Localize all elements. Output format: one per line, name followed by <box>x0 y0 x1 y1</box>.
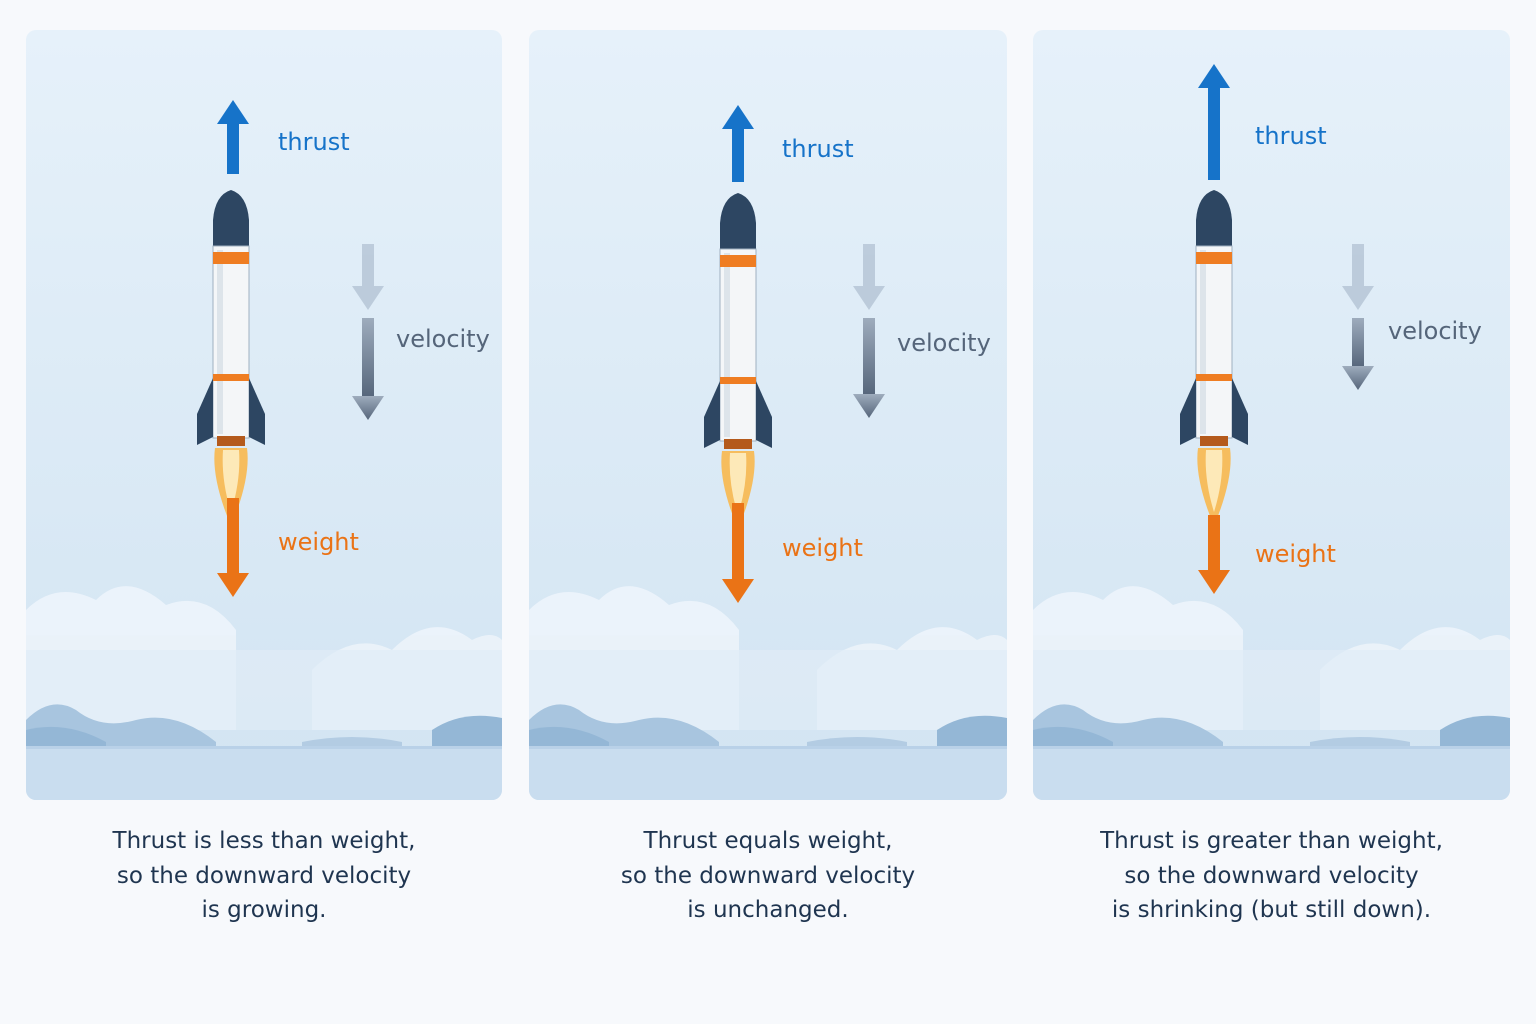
weight-label: weight <box>782 534 863 562</box>
caption-line: is unchanged. <box>687 897 849 923</box>
velocity-arrow-previous <box>853 244 885 310</box>
thrust-arrow <box>217 100 249 174</box>
rocket-fin-right <box>1232 378 1248 445</box>
caption-line: Thrust is less than weight, <box>112 828 416 854</box>
thrust-arrow <box>1198 64 1230 180</box>
thrust-arrow <box>722 105 754 182</box>
velocity-label: velocity <box>396 325 490 353</box>
clouds <box>26 586 502 730</box>
velocity-label: velocity <box>1388 317 1482 345</box>
rocket <box>197 190 265 526</box>
thrust-label: thrust <box>278 128 350 156</box>
velocity-arrow-previous <box>1342 244 1374 310</box>
water <box>1033 746 1510 800</box>
rocket-engine <box>724 439 752 449</box>
caption-line: is growing. <box>201 897 327 923</box>
rocket-flame <box>214 448 248 526</box>
caption-line: so the downward velocity <box>116 862 412 889</box>
rocket-fin-right <box>756 381 772 448</box>
thrust-label: thrust <box>1255 122 1327 150</box>
rocket-flame <box>1197 448 1231 526</box>
velocity-arrow-current <box>352 318 384 420</box>
rocket-nose-cone <box>213 190 249 248</box>
velocity-label: velocity <box>897 329 991 357</box>
rocket <box>1180 190 1248 526</box>
panel-illustration: thrust velocity weight <box>529 30 1007 800</box>
clouds <box>1033 586 1510 730</box>
weight-label: weight <box>278 528 359 556</box>
thrust-label: thrust <box>782 135 854 163</box>
rocket-stripe <box>720 255 756 267</box>
caption-panel-2: Thrust equals weight, so the downward ve… <box>529 824 1007 934</box>
rocket-engine <box>1200 436 1228 446</box>
rocket-fin-right <box>249 378 265 445</box>
water <box>26 746 502 800</box>
panel-thrust-greater-than-weight: thrust velocity weight <box>1033 30 1510 800</box>
velocity-arrow-current <box>1342 318 1374 390</box>
rocket-engine <box>217 436 245 446</box>
rocket-stripe <box>1196 374 1232 381</box>
rocket-nose-cone <box>720 193 756 251</box>
water <box>529 746 1007 800</box>
caption-line: is shrinking (but still down). <box>1111 897 1432 923</box>
rocket-flame <box>721 451 755 529</box>
rocket-stripe <box>213 374 249 381</box>
caption-line: so the downward velocity <box>1124 862 1419 889</box>
caption-panel-3: Thrust is greater than weight, so the do… <box>1033 824 1510 934</box>
rocket-stripe <box>720 377 756 384</box>
distant-hills <box>26 704 502 750</box>
rocket-fin-left <box>197 378 213 445</box>
weight-label: weight <box>1255 540 1336 568</box>
distant-hills <box>529 704 1007 750</box>
rocket-fin-left <box>704 381 720 448</box>
rocket-stripe <box>1196 252 1232 264</box>
panel-illustration: thrust velocity weight <box>1033 30 1510 800</box>
caption-line: Thrust equals weight, <box>643 828 893 854</box>
rocket-fin-left <box>1180 378 1196 445</box>
caption-panel-1: Thrust is less than weight, so the downw… <box>26 824 502 934</box>
panel-thrust-less-than-weight: thrust velocity weight <box>26 30 502 800</box>
panel-thrust-equals-weight: thrust velocity weight <box>529 30 1007 800</box>
velocity-arrow-previous <box>352 244 384 310</box>
velocity-arrow-current <box>853 318 885 418</box>
weight-arrow <box>722 503 754 603</box>
clouds <box>529 586 1007 730</box>
weight-arrow <box>1198 515 1230 594</box>
caption-line: so the downward velocity <box>620 862 916 889</box>
caption-line: Thrust is greater than weight, <box>1100 828 1443 854</box>
rocket-stripe <box>213 252 249 264</box>
panel-illustration: thrust velocity weight <box>26 30 502 800</box>
rocket-nose-cone <box>1196 190 1232 248</box>
weight-arrow <box>217 498 249 597</box>
rocket <box>704 193 772 529</box>
